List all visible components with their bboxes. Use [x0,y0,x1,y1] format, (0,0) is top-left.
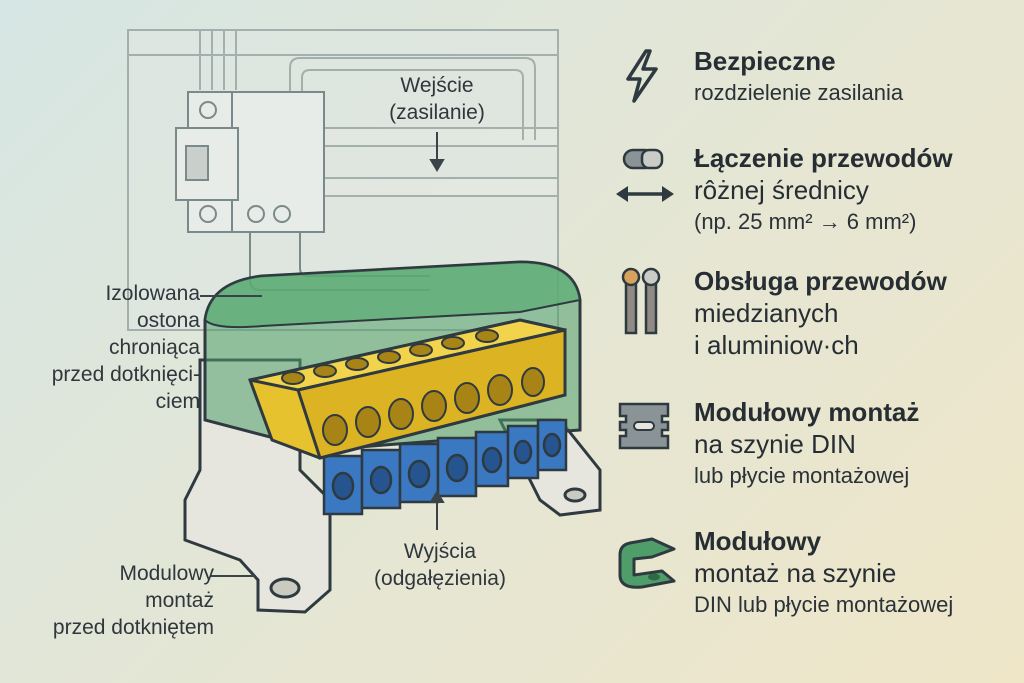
cover-label: Izolowana ostona chroniąca przed dotknię… [20,280,200,415]
yellow-busbar [248,318,567,460]
lightning-icon [626,49,658,103]
feature-line: i aluminiow·ch [694,330,859,360]
feature-title: Łączenie przewodów [694,143,953,173]
feature-line: miedzianych [694,298,839,328]
feature-title: Modułowy [694,526,822,556]
input-label-line: (zasilanie) [389,101,485,124]
cover-label-line: przed dotknięci- [51,363,200,386]
input-label-line: Wejście [400,74,474,97]
mount-label-line: Modulowy [119,562,214,585]
mounting-bracket-icon [618,537,676,589]
feature-title: Bezpieczne [694,46,836,76]
cover-label-line: ciem [155,390,200,413]
outputs-label: Wyjścia (odgałęzienia) [360,538,520,592]
feature-line: (np. 25 mm² → 6 mm²) [694,209,917,234]
outputs-label-line: (odgałęzienia) [374,567,506,590]
leader-lines [200,295,445,577]
wire-arrows-icon [616,148,674,202]
conductors-icon [621,267,661,335]
mount-label-line: przed dotkniętem [52,616,214,639]
feature-title: Obsługa przewodów [694,266,947,296]
feature-line: DIN lub płycie montażowej [694,592,954,617]
circuit-breaker [175,91,430,291]
input-label: Wejście (zasilanie) [372,72,502,126]
blue-output-terminals [322,418,568,516]
cover-label-line: Izolowana [105,282,200,305]
feature-line: rozdzielenie zasilania [694,80,904,105]
feature-line: montaż na szynie [694,558,897,588]
feature-line: lub płycie montażowej [694,463,910,488]
mount-label: Modulowy montaż przed dotkniętem [20,560,214,641]
outputs-label-line: Wyjścia [403,540,477,563]
mount-label-line: montaż [145,589,214,612]
cover-label-line: ostona [136,309,200,332]
cover-label-line: chroniąca [108,336,200,359]
feature-line: na szynie DIN [694,429,856,459]
feature-title: Modułowy montaż [694,397,920,427]
input-arrow [429,132,445,172]
feature-line: rôżnej średnicy [694,175,869,205]
din-rail-icon [618,402,670,450]
